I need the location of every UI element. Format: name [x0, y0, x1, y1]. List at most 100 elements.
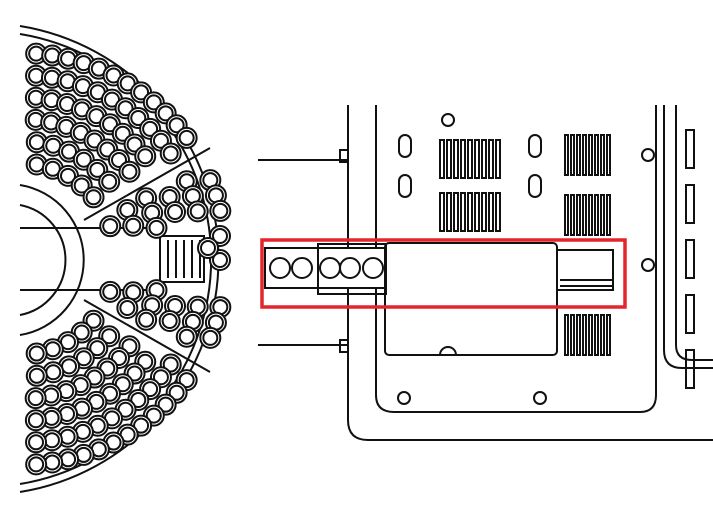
vial [57, 448, 80, 471]
vial-inner [133, 84, 150, 101]
screw-hole [441, 113, 455, 127]
vent-slot [460, 139, 466, 179]
vial-inner [152, 369, 169, 386]
vial-inner [168, 117, 185, 134]
vent-slot [488, 192, 494, 232]
vent-slot [474, 192, 480, 232]
vial-inner [99, 141, 116, 158]
vial-inner [121, 163, 138, 180]
vent-slot [588, 314, 593, 356]
vial-inner [130, 391, 147, 408]
vent-slot [576, 134, 581, 176]
vial [25, 431, 48, 454]
vent-slot [453, 192, 459, 232]
vial [82, 186, 105, 209]
highlight-box [260, 238, 627, 309]
vent-slot [564, 134, 569, 176]
vial [209, 199, 232, 222]
vent-slot [594, 314, 599, 356]
vial [25, 342, 48, 365]
vent-slot [606, 314, 611, 356]
mount-slot [528, 174, 542, 198]
vial-inner [117, 100, 134, 117]
vial-inner [101, 173, 118, 190]
vial-inner [27, 390, 44, 407]
vial-inner [178, 129, 195, 146]
vial-inner [114, 376, 131, 393]
vial [134, 145, 157, 168]
vial [42, 361, 65, 384]
mount-slot [528, 134, 542, 158]
vial-inner [130, 110, 147, 127]
rack-vial [269, 257, 291, 279]
vial-inner [102, 116, 119, 133]
vial [122, 214, 145, 237]
vent-slot [453, 139, 459, 179]
vial-inner [202, 329, 219, 346]
vial-inner [157, 105, 174, 122]
vial-inner [73, 177, 90, 194]
vent-slot [685, 184, 695, 224]
screw-hole [397, 391, 411, 405]
vial-inner [28, 456, 45, 473]
rack-vial [339, 257, 361, 279]
vial-inner [200, 240, 216, 256]
vent-slot [576, 314, 581, 356]
vial-inner [114, 125, 131, 142]
vent-slot [474, 139, 480, 179]
vent-slot [594, 134, 599, 176]
vent-slot [685, 294, 695, 334]
vent-slot [481, 192, 487, 232]
vial [145, 216, 168, 239]
vial-inner [75, 151, 92, 168]
vent-slot [582, 314, 587, 356]
vial [25, 42, 48, 65]
vial-inner [178, 328, 195, 345]
vent-slot [439, 139, 445, 179]
mount-slot [398, 174, 412, 198]
instrument-body [258, 105, 713, 441]
transfer-carriage [264, 242, 614, 356]
vial [186, 200, 209, 223]
vial [99, 280, 122, 303]
vial-inner [119, 75, 136, 92]
vial [24, 409, 47, 432]
vial [40, 406, 63, 429]
vent-slot [481, 139, 487, 179]
vial [175, 325, 198, 348]
vent-slots [397, 113, 695, 405]
vial [99, 215, 122, 238]
vial-inner [152, 132, 169, 149]
vent-slot [439, 192, 445, 232]
vial [199, 326, 222, 349]
vial-inner [85, 189, 102, 206]
vent-slot [600, 194, 605, 236]
vent-slot [570, 314, 575, 356]
vial [25, 453, 48, 476]
vial [135, 308, 158, 331]
vial [41, 451, 64, 474]
vent-slot [570, 194, 575, 236]
vent-slot [564, 194, 569, 236]
vent-slot [588, 134, 593, 176]
vial-inner [142, 381, 159, 398]
vial [118, 160, 141, 183]
screw-hole [533, 391, 547, 405]
vial-inner [121, 338, 138, 355]
vial-inner [27, 412, 44, 429]
vent-slot [685, 129, 695, 169]
vial-inner [162, 356, 179, 373]
vent-slot [467, 192, 473, 232]
vial-inner [157, 396, 174, 413]
rack-vial [291, 257, 313, 279]
vent-slot [564, 314, 569, 356]
vial-inner [89, 340, 106, 357]
vial-inner [212, 228, 228, 244]
vent-slot [570, 134, 575, 176]
vial-inner [85, 312, 102, 329]
vial [164, 200, 187, 223]
vial-inner [28, 367, 45, 384]
vent-slot [446, 139, 452, 179]
vial-inner [161, 312, 178, 329]
